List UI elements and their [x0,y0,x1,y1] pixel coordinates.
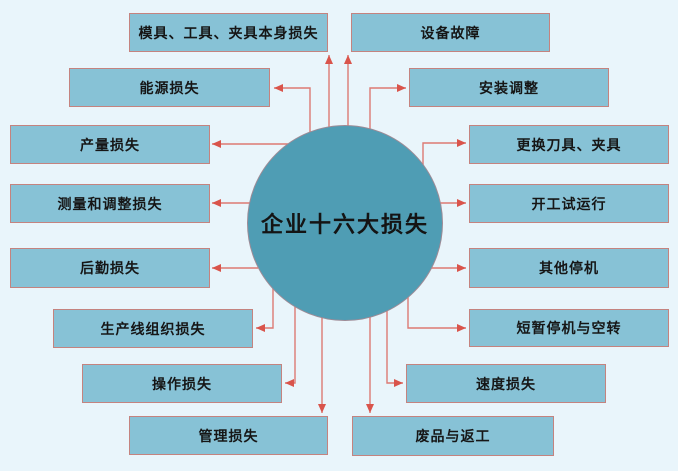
center-node-sixteen-losses: 企业十六大损失 [247,125,443,321]
node-measurement-adjustment-loss: 测量和调整损失 [10,184,210,223]
node-startup-trial-run: 开工试运行 [469,184,669,223]
connector-tool-fixture-change [422,139,466,167]
node-label: 废品与返工 [415,428,491,444]
center-node-label: 企业十六大损失 [260,212,429,237]
connector-speed-loss [386,308,403,387]
node-tool-fixture-change: 更换刀具、夹具 [469,125,669,164]
node-label: 操作损失 [152,375,212,392]
node-label: 生产线组织损失 [100,320,206,337]
node-equipment-failure: 设备故障 [351,13,550,52]
node-operation-loss: 操作损失 [82,364,282,403]
connector-production-line-organization-loss [256,287,274,332]
connector-installation-adjustment [369,84,406,132]
node-label: 开工试运行 [531,195,607,212]
node-management-loss: 管理损失 [129,416,328,455]
connector-brief-stop-idling [407,295,466,332]
node-label: 短暂停机与空转 [516,320,622,336]
node-production-line-organization-loss: 生产线组织损失 [53,309,253,348]
node-label: 产量损失 [80,136,140,153]
node-installation-adjustment: 安装调整 [409,68,609,107]
connector-energy-loss [274,84,311,135]
node-label: 模具、工具、夹具本身损失 [138,24,319,41]
node-energy-loss: 能源损失 [69,68,270,107]
node-label: 能源损失 [139,79,200,96]
node-label: 安装调整 [479,79,539,96]
node-speed-loss: 速度损失 [406,364,606,403]
node-scrap-rework: 废品与返工 [352,416,554,456]
node-label: 后勤损失 [80,260,140,276]
node-label: 速度损失 [476,375,536,392]
node-label: 测量和调整损失 [57,195,163,212]
node-mold-tool-fixture-loss: 模具、工具、夹具本身损失 [129,13,328,52]
node-brief-stop-idling: 短暂停机与空转 [469,309,669,347]
node-label: 更换刀具、夹具 [516,136,622,153]
node-label: 设备故障 [420,24,481,41]
connector-operation-loss [285,304,296,387]
node-other-shutdown: 其他停机 [469,248,669,288]
node-logistics-loss: 后勤损失 [10,248,210,288]
node-label: 管理损失 [198,427,259,444]
node-output-loss: 产量损失 [10,125,210,164]
node-label: 其他停机 [539,260,599,276]
